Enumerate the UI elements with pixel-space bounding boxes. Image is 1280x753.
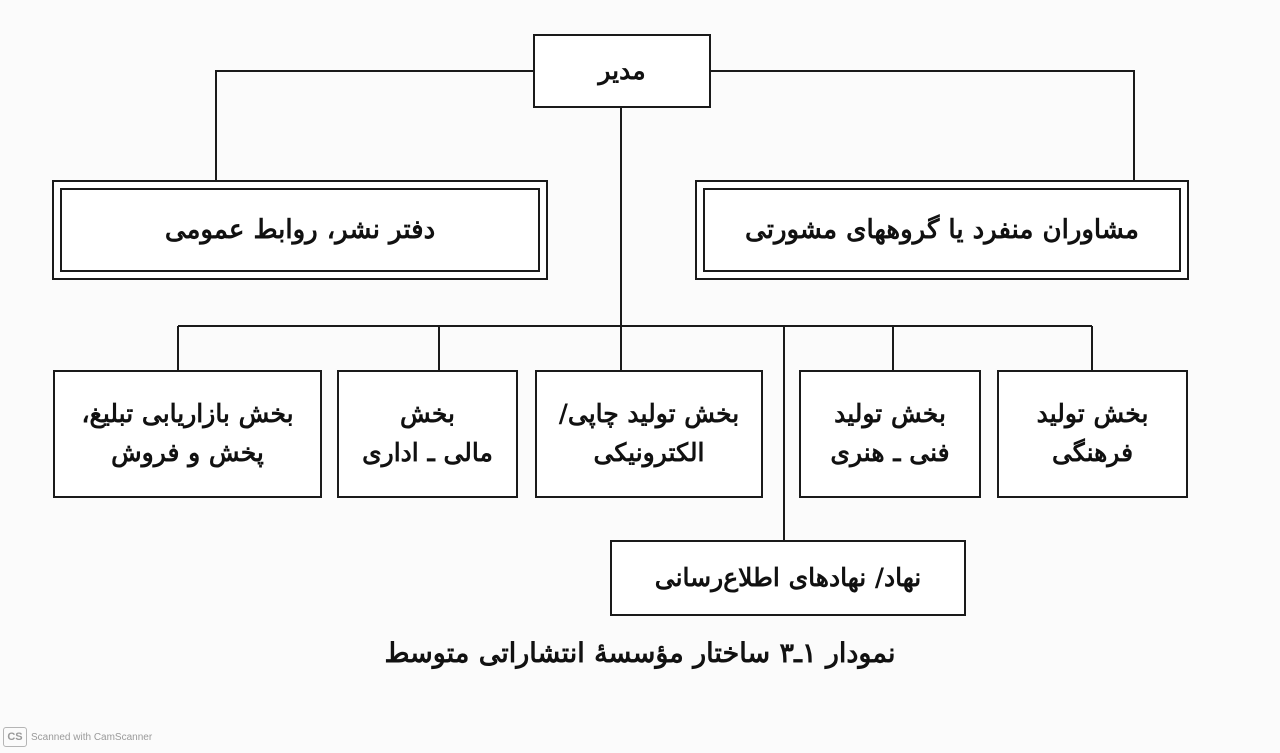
node-marketing-label: بخش بازاریابی تبلیغ، پخش و فروش xyxy=(81,399,294,467)
connector-manager-publishing xyxy=(215,70,533,180)
node-print-production-label: بخش تولید چاپی/ الکترونیکی xyxy=(558,399,740,467)
scanner-watermark-text: Scanned with CamScanner xyxy=(31,731,153,743)
node-marketing: بخش بازاریابی تبلیغ، پخش و فروش xyxy=(53,370,322,498)
node-finance-label: بخش مالی ـ اداری xyxy=(362,399,493,467)
node-manager: مدیر xyxy=(533,34,711,108)
diagram-caption: نمودار ۱ـ۳ ساختار مؤسسهٔ انتشاراتی متوسط xyxy=(384,638,896,669)
node-technical-production: بخش تولید فنی ـ هنری xyxy=(799,370,981,498)
node-publishing-office-label: دفتر نشر، روابط عمومی xyxy=(164,214,436,245)
node-publishing-office: دفتر نشر، روابط عمومی xyxy=(52,180,548,280)
node-information-institutions-label: نهاد/ نهادهای اطلاع‌رسانی xyxy=(654,562,922,592)
node-publishing-office-inner: دفتر نشر، روابط عمومی xyxy=(60,188,540,272)
connector-manager-advisors xyxy=(711,70,1135,180)
node-advisors-inner: مشاوران منفرد یا گروههای مشورتی xyxy=(703,188,1181,272)
node-cultural-production-label: بخش تولید فرهنگی xyxy=(1036,399,1149,467)
node-print-production: بخش تولید چاپی/ الکترونیکی xyxy=(535,370,763,498)
camscanner-logo-icon: CS xyxy=(3,727,27,747)
node-finance: بخش مالی ـ اداری xyxy=(337,370,518,498)
node-cultural-production: بخش تولید فرهنگی xyxy=(997,370,1188,498)
node-manager-label: مدیر xyxy=(598,55,646,85)
node-advisors: مشاوران منفرد یا گروههای مشورتی xyxy=(695,180,1189,280)
node-information-institutions: نهاد/ نهادهای اطلاع‌رسانی xyxy=(610,540,966,616)
node-technical-production-label: بخش تولید فنی ـ هنری xyxy=(830,399,950,467)
scanner-watermark: CS Scanned with CamScanner xyxy=(3,727,152,747)
node-advisors-label: مشاوران منفرد یا گروههای مشورتی xyxy=(745,214,1139,245)
